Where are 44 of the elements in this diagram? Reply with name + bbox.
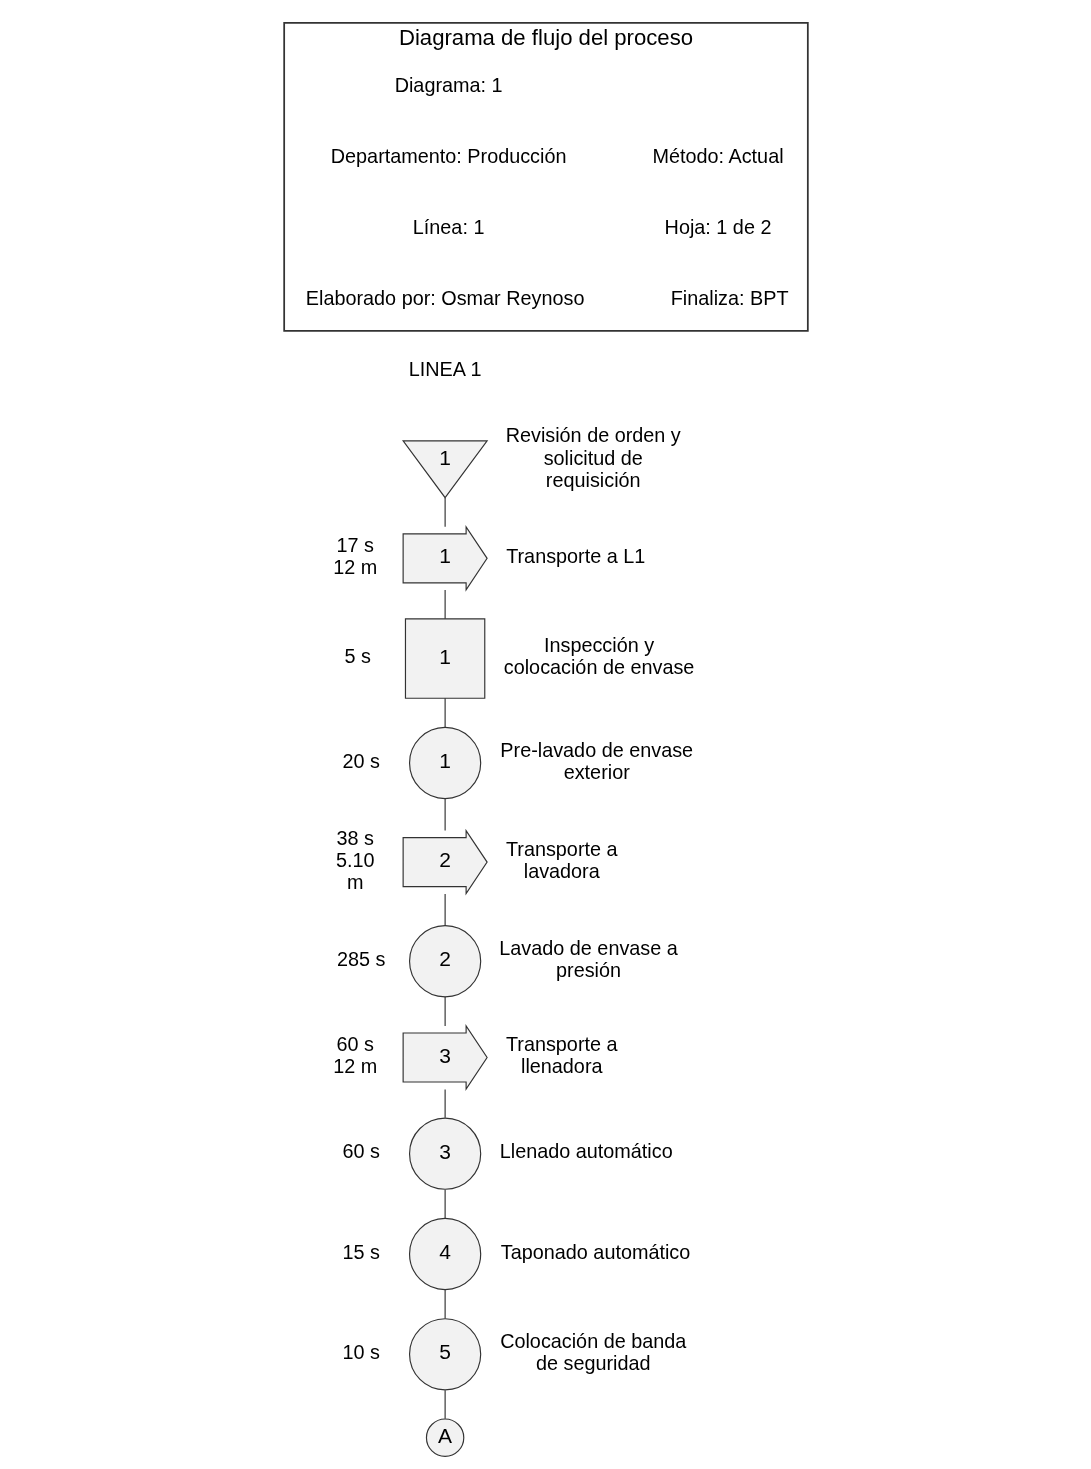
label: Diagrama: 1 [394,73,503,96]
label: Departamento: Producción [330,144,566,167]
node-label: 10 s [341,1340,380,1363]
node-label: Llenado automático [499,1139,673,1162]
node-label: 60 s [341,1139,380,1162]
node-label: Revisión de orden y solicitud de requisición [505,423,681,491]
node-label: 20 s [341,749,380,772]
label: Elaborado por: Osmar Reynoso [305,286,584,309]
connector [444,697,446,728]
connector [444,1088,446,1118]
node-label: Transporte a L1 [505,544,645,567]
node-label: 285 s [336,947,385,970]
node-label: 15 s [341,1240,380,1263]
node-box: 1 [404,617,485,699]
node-circle: 2 [408,924,481,997]
node-label: 5 s [343,644,371,667]
connector [444,1389,446,1419]
connector [444,892,446,926]
connector [444,588,446,619]
node-label: Inspección y colocación de envase [503,633,694,678]
node-circle: 4 [408,1217,481,1290]
connector [444,1288,446,1319]
connector [444,1188,446,1219]
node-circle: 3 [408,1117,481,1190]
label: Método: Actual [651,144,784,167]
node-label: Pre-lavado de envase exterior [499,738,693,783]
node-label: Lavado de envase a presión [498,936,678,981]
node-circle: 5 [408,1317,481,1390]
node-label: Transporte a llenadora [505,1032,618,1077]
label: Hoja: 1 de 2 [664,215,771,238]
node-label: 38 s 5.10 m [335,826,375,893]
node-circle: 1 [408,726,481,799]
node-circle: A [425,1417,464,1457]
connector [444,995,446,1026]
label: Finaliza: BPT [670,286,789,309]
node-label: 17 s 12 m [332,533,377,578]
node-label: Taponado automático [500,1240,690,1263]
connector [444,798,446,831]
node-label: Colocación de banda de seguridad [499,1329,686,1374]
node-label: 60 s 12 m [332,1032,377,1077]
label: LINEA 1 [408,357,481,380]
connector [444,496,446,527]
label: Línea: 1 [412,215,484,238]
node-label: Transporte a lavadora [505,837,618,882]
